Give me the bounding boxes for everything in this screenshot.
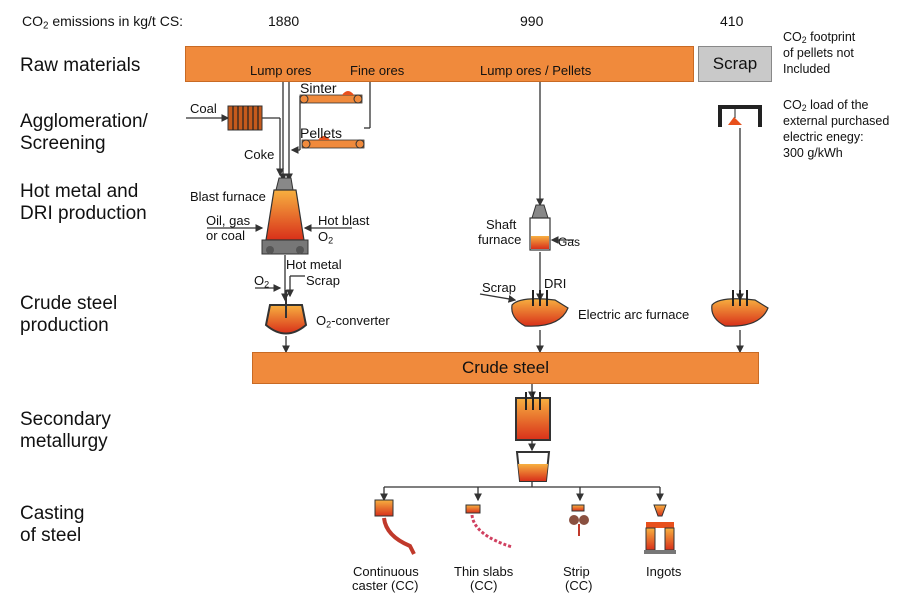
strip-caster-icon <box>569 504 589 536</box>
emissions-value-scrap: 410 <box>720 13 744 29</box>
label-lump-ores: Lump ores <box>250 63 312 78</box>
label-or-coal: or coal <box>206 228 246 243</box>
stage-secondary-line1: Secondary <box>20 409 111 430</box>
stage-hot-metal-line1: Hot metal and <box>20 181 139 202</box>
label-sinter: Sinter <box>300 80 337 96</box>
label-o2-converter: O2-converter <box>316 313 390 330</box>
stage-hot-metal-line2: DRI production <box>20 203 147 224</box>
label-o2-blast: O2 <box>318 229 334 246</box>
coke-oven-icon <box>227 105 263 131</box>
label-gas: Gas <box>558 235 581 249</box>
stage-crude-steel-line2: production <box>20 315 109 336</box>
note-footprint-line3: Included <box>783 62 831 76</box>
sinter-plant-icon <box>299 91 363 104</box>
label-scrap-converter: Scrap <box>306 273 340 288</box>
label-thin-slabs-line1: Thin slabs <box>454 564 514 579</box>
crude-steel-bar: Crude steel <box>252 352 759 384</box>
label-scrap-eaf: Scrap <box>482 280 516 295</box>
label-strip-line2: (CC) <box>565 578 593 593</box>
note-footprint-line1: CO2 footprint <box>783 30 856 46</box>
label-lump-ores-pellets: Lump ores / Pellets <box>480 63 592 78</box>
pellet-plant-icon <box>301 136 365 149</box>
label-cc-line2: caster (CC) <box>352 578 419 593</box>
label-dri: DRI <box>544 276 567 291</box>
stage-secondary-line2: metallurgy <box>20 431 108 452</box>
blast-furnace-icon <box>261 177 309 255</box>
label-hot-blast: Hot blast <box>318 213 370 228</box>
label-oil-gas: Oil, gas <box>206 213 251 228</box>
label-furnace: furnace <box>478 232 522 247</box>
ladle-icon <box>515 451 551 482</box>
label-strip-line1: Strip <box>563 564 590 579</box>
raw-materials-bar <box>185 46 694 82</box>
eaf-dri-icon <box>511 290 569 327</box>
ladle-vacuum-icon <box>515 392 551 441</box>
label-shaft: Shaft <box>486 217 517 232</box>
note-load-line4: 300 g/kWh <box>783 146 843 160</box>
thin-slab-caster-icon <box>465 504 513 549</box>
label-hot-metal: Hot metal <box>286 257 342 272</box>
label-ingots: Ingots <box>646 564 682 579</box>
label-coke: Coke <box>244 147 275 162</box>
label-cc-line1: Continuous <box>353 564 419 579</box>
continuous-caster-icon <box>374 499 416 555</box>
note-load-line3: electric enegy: <box>783 130 864 144</box>
note-load-line2: external purchased <box>783 114 890 128</box>
stage-casting-line2: of steel <box>20 525 82 546</box>
o2-converter-icon <box>264 290 308 335</box>
stage-agglomeration-line1: Agglomeration/ <box>20 111 148 132</box>
blast-furnace-route <box>186 82 371 354</box>
ingots-icon <box>644 504 676 554</box>
stage-raw-materials: Raw materials <box>20 55 141 76</box>
emissions-value-blast-furnace: 1880 <box>268 13 300 29</box>
label-thin-slabs-line2: (CC) <box>470 578 498 593</box>
emissions-value-dri: 990 <box>520 13 544 29</box>
label-pellets: Pellets <box>300 125 343 141</box>
stage-casting-line1: Casting <box>20 503 85 524</box>
label-fine-ores: Fine ores <box>350 63 405 78</box>
stage-agglomeration-line2: Screening <box>20 133 106 154</box>
label-electric-arc-furnace: Electric arc furnace <box>578 307 690 322</box>
label-coal: Coal <box>190 101 217 116</box>
shaft-furnace-icon <box>529 204 551 251</box>
emissions-axis-label: CO2 emissions in kg/t CS: <box>22 13 184 32</box>
label-blast-furnace: Blast furnace <box>190 189 266 204</box>
eaf-scrap-icon <box>711 290 769 327</box>
stage-crude-steel-line1: Crude steel <box>20 293 118 314</box>
note-footprint-line2: of pellets not <box>783 46 854 60</box>
label-o2-converter-input: O2 <box>254 273 270 290</box>
note-load-line1: CO2 load of the <box>783 98 869 114</box>
scrap-box: Scrap <box>698 46 772 82</box>
scrap-crane-icon <box>718 105 762 127</box>
